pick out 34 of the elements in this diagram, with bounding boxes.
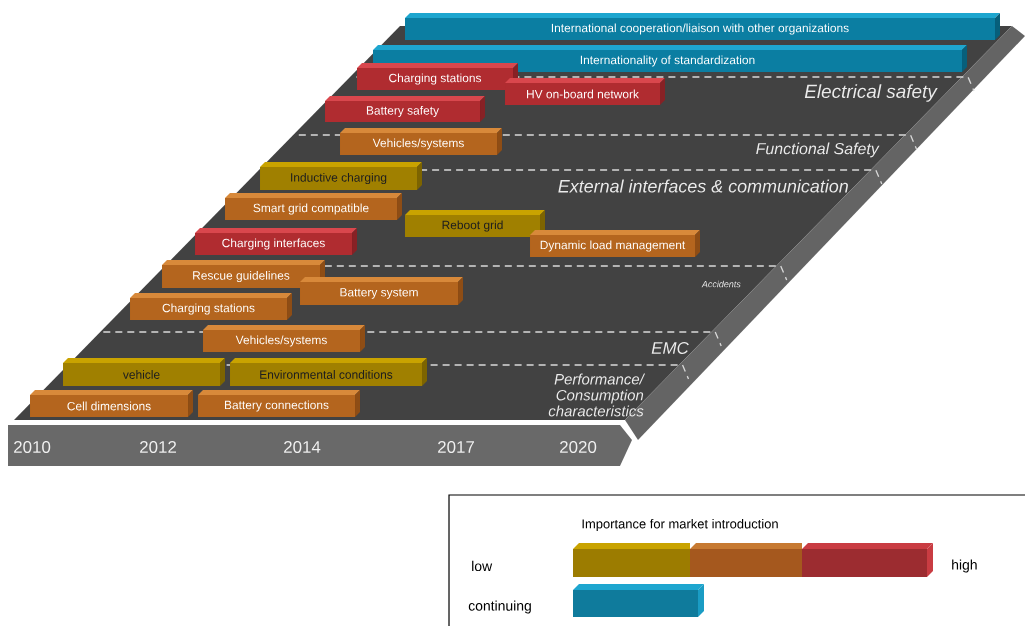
year-label: 2020 bbox=[560, 441, 597, 453]
timeline-bar: Environmental conditions bbox=[230, 358, 427, 386]
timeline-bar: Inductive charging bbox=[260, 162, 422, 190]
year-label: 2014 bbox=[284, 441, 321, 453]
legend-text: high bbox=[952, 559, 977, 573]
timeline-bar: Dynamic load management bbox=[530, 230, 700, 257]
row-label: Performance/ Consumption characteristics bbox=[548, 373, 646, 417]
timeline-bar: Charging stations bbox=[130, 293, 292, 320]
timeline-bar: Battery connections bbox=[198, 390, 360, 417]
row-label: External interfaces & communication bbox=[558, 179, 848, 193]
row-label: Functional Safety bbox=[756, 142, 880, 158]
timeline-bar: Charging interfaces bbox=[195, 228, 357, 255]
timeline-bar: vehicle bbox=[63, 358, 225, 386]
timeline-bar: Battery system bbox=[300, 277, 463, 305]
timeline-bar: Vehicles/systems bbox=[340, 128, 502, 155]
timeline-bar: Reboot grid bbox=[405, 210, 545, 237]
timeline-bar: Battery safety bbox=[325, 96, 485, 122]
timeline-bar: Internationality of standardization bbox=[373, 45, 967, 72]
legend-title: Importance for market introduction bbox=[582, 518, 778, 532]
timeline-bar: HV on-board network bbox=[505, 78, 665, 105]
legend-text: low bbox=[472, 560, 493, 572]
timeline-bar: Cell dimensions bbox=[30, 390, 193, 417]
row-label: EMC bbox=[651, 342, 689, 354]
timeline-bar: Charging stations bbox=[357, 63, 518, 90]
timeline-bar: International cooperation/liaison with other organizations bbox=[405, 13, 1000, 40]
year-label: 2017 bbox=[438, 441, 474, 453]
year-label: 2010 bbox=[14, 441, 51, 453]
legend-text: continuing bbox=[468, 600, 531, 614]
timeline-bar: Rescue guidelines bbox=[162, 260, 325, 288]
row-label: Electrical safety bbox=[804, 84, 938, 102]
timeline-bar: Smart grid compatible bbox=[225, 193, 402, 220]
row-label: Accidents bbox=[701, 280, 741, 288]
year-label: 2012 bbox=[140, 441, 176, 453]
timeline-bar: Vehicles/systems bbox=[203, 325, 365, 352]
